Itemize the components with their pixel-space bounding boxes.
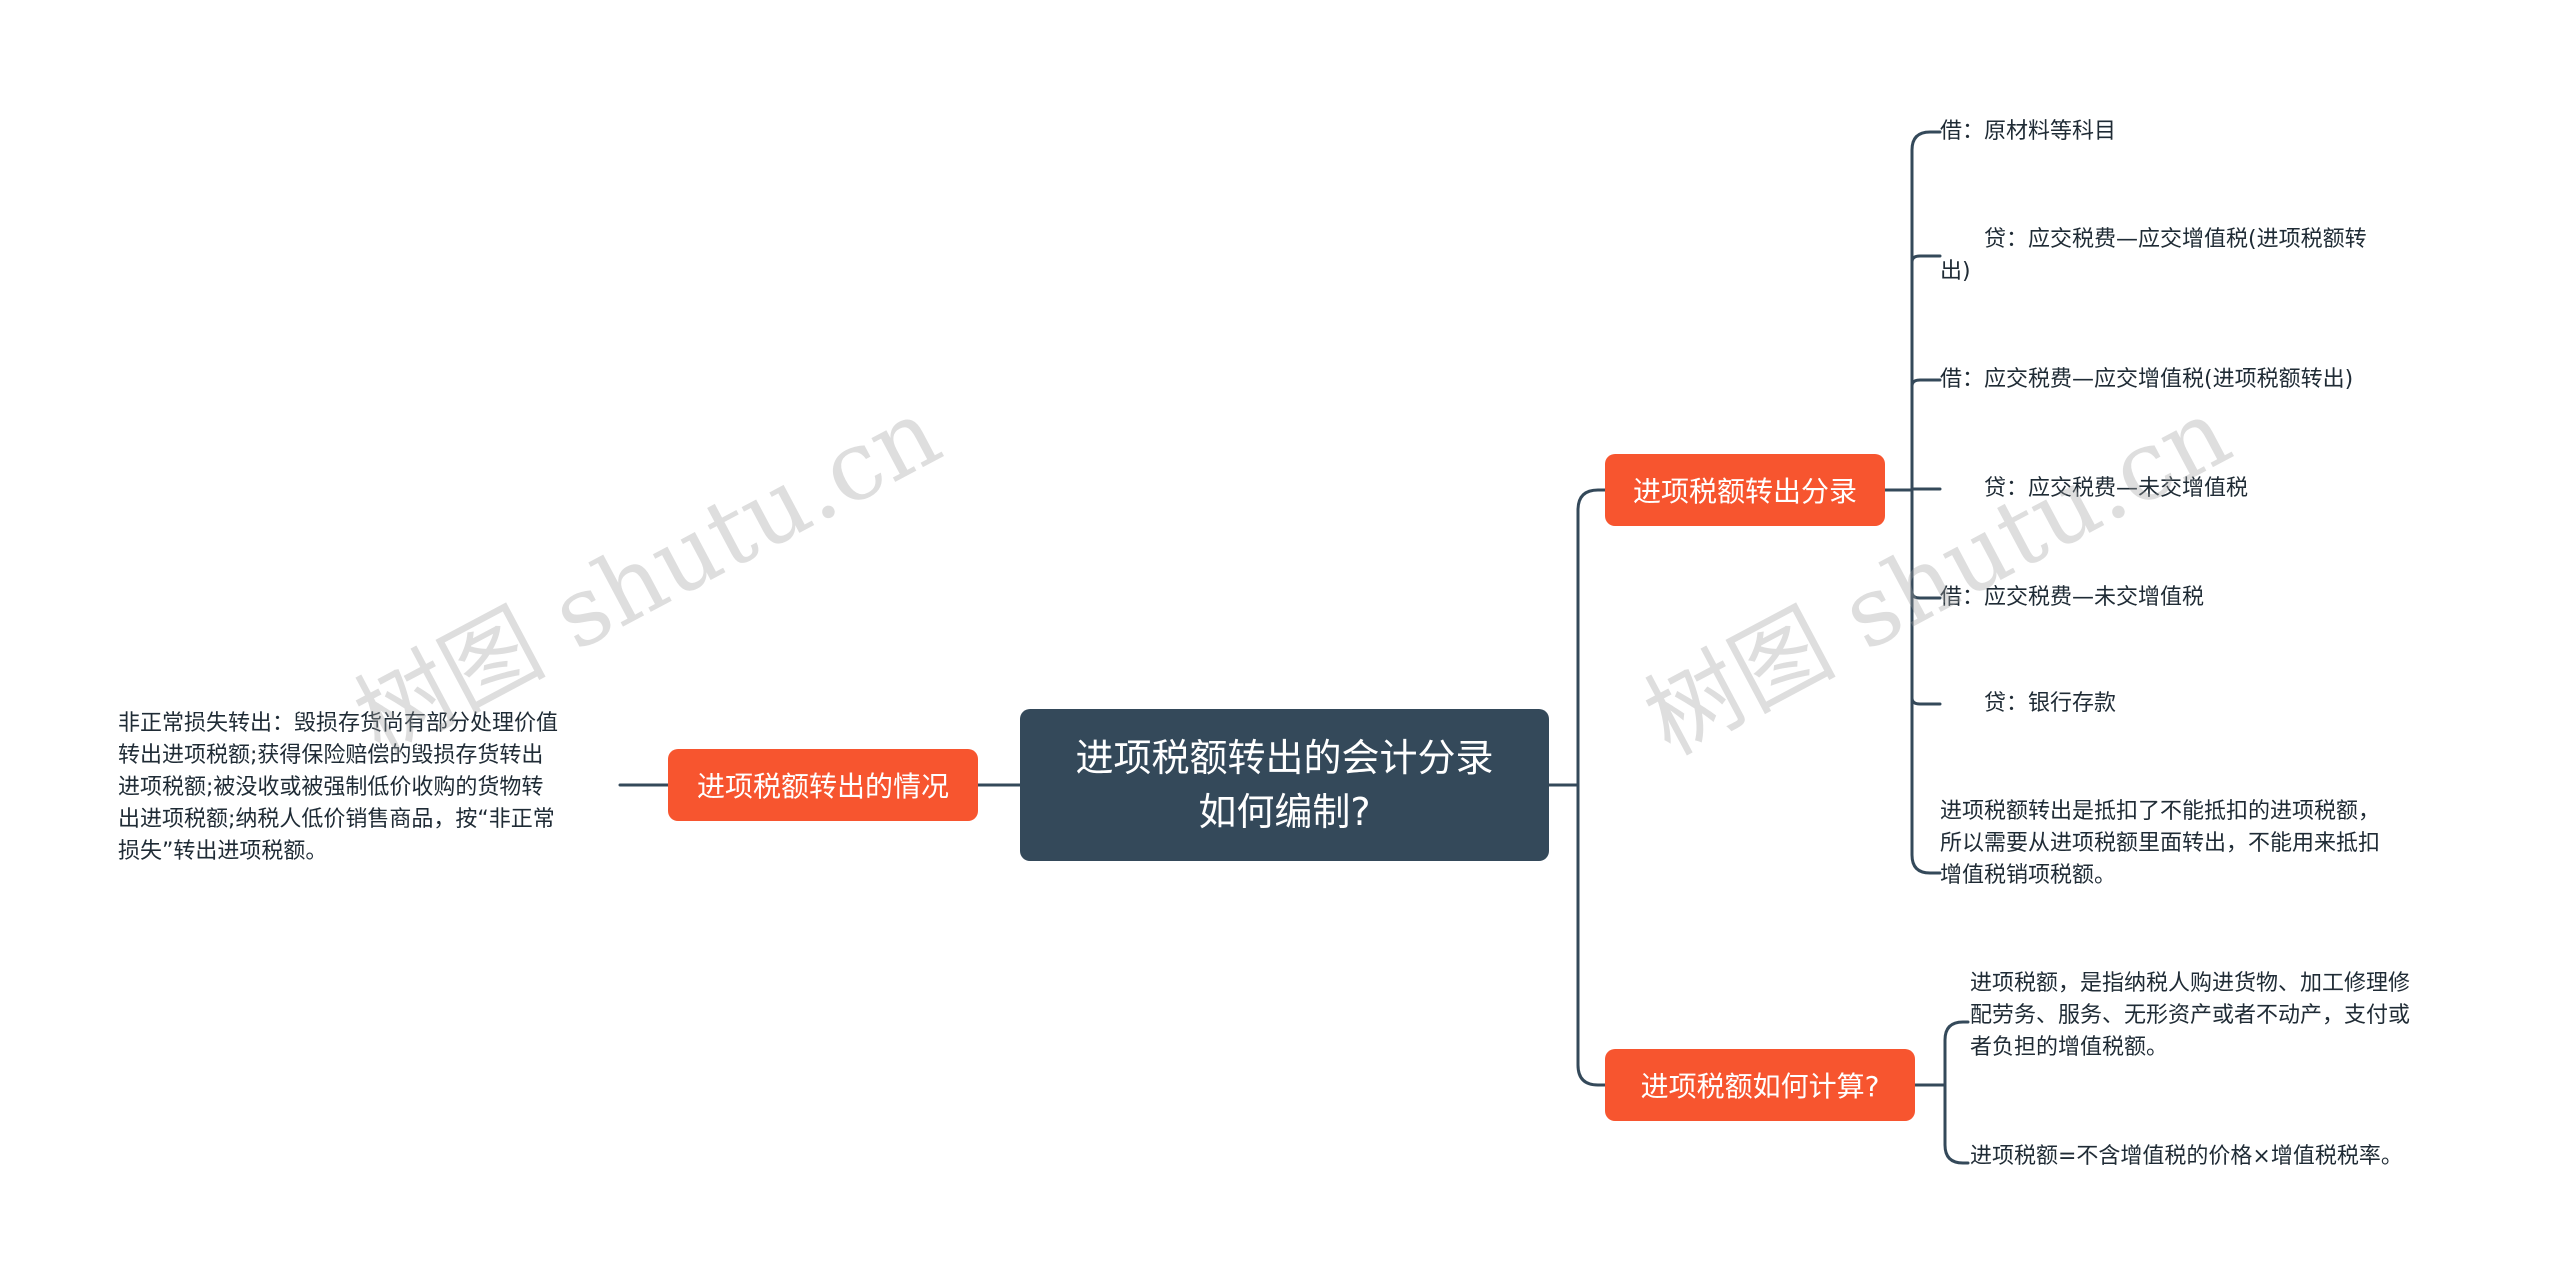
link-rt-leaf2 [1910,254,1942,264]
leaf-line: 转出进项税额;获得保险赔偿的毁损存货转出 [118,743,544,768]
leaf-entry-7: 进项税额转出是抵扣了不能抵扣的进项税额， 所以需要从进项税额里面转出，不能用来抵… [1940,796,2460,892]
link-rt-leaf6 [1910,696,1942,706]
leaf-line: 非正常损失转出：毁损存货尚有部分处理价值 [118,711,559,736]
leaf-line: 所以需要从进项税额里面转出，不能用来抵扣 [1940,831,2381,856]
link-rt-leaf3 [1910,378,1942,388]
leaf-line: 借：应交税费—未交增值税 [1940,585,2205,610]
leaf-line: 配劳务、服务、无形资产或者不动产，支付或 [1970,1003,2411,1028]
link-right-trunk-2 [1576,783,1607,1087]
leaf-line: 出进项税额;纳税人低价销售商品，按“非正常 [118,807,555,832]
leaf-entry-4: 贷：应交税费—未交增值税 [1940,473,2440,505]
leaf-line: 进项税额，是指纳税人购进货物、加工修理修 [1970,971,2411,996]
leaf-line: 贷：银行存款 [1940,691,2117,716]
root-node[interactable]: 进项税额转出的会计分录 如何编制? [1020,709,1549,861]
leaf-line: 者负担的增值税额。 [1970,1035,2169,1060]
leaf-entry-2: 贷：应交税费—应交增值税(进项税额转 出) [1940,224,2440,288]
link-rb-bracket [1943,1020,1970,1165]
leaf-entry-3: 借：应交税费—应交增值税(进项税额转出) [1940,364,2480,396]
leaf-calc-2: 进项税额=不含增值税的价格×增值税税率。 [1970,1141,2490,1173]
leaf-line: 进项税额;被没收或被强制低价收购的货物转 [118,775,544,800]
branch-entries[interactable]: 进项税额转出分录 [1605,454,1885,526]
leaf-line: 增值税销项税额。 [1940,863,2117,888]
leaf-line: 出) [1940,259,1971,284]
leaf-line: 借：应交税费—应交增值税(进项税额转出) [1940,367,2354,392]
leaf-calc-1: 进项税额，是指纳税人购进货物、加工修理修 配劳务、服务、无形资产或者不动产，支付… [1970,968,2490,1064]
leaf-line: 损失”转出进项税额。 [118,839,328,864]
leaf-line: 贷：应交税费—未交增值税 [1940,476,2249,501]
link-rt-leaf5 [1910,590,1942,600]
branch-calculation[interactable]: 进项税额如何计算? [1605,1049,1915,1121]
leaf-line: 贷：应交税费—应交增值税(进项税额转 [1940,227,2367,252]
leaf-situations-text: 非正常损失转出：毁损存货尚有部分处理价值 转出进项税额;获得保险赔偿的毁损存货转… [118,708,618,868]
leaf-line: 借：原材料等科目 [1940,119,2117,144]
leaf-entry-6: 贷：银行存款 [1940,688,2440,720]
branch-situations[interactable]: 进项税额转出的情况 [668,749,978,821]
branch-entries-label: 进项税额转出分录 [1632,475,1857,508]
branch-calculation-label: 进项税额如何计算? [1640,1070,1880,1103]
link-rt-bracket [1910,130,1942,875]
leaf-entry-1: 借：原材料等科目 [1940,116,2440,148]
root-title-line2: 如何编制? [1198,790,1371,834]
leaf-entry-5: 借：应交税费—未交增值税 [1940,582,2440,614]
link-right-trunk [1576,488,1607,787]
root-title-line1: 进项税额转出的会计分录 [1075,736,1494,780]
leaf-line: 进项税额=不含增值税的价格×增值税税率。 [1970,1144,2403,1169]
leaf-line: 进项税额转出是抵扣了不能抵扣的进项税额， [1940,799,2381,824]
branch-situations-label: 进项税额转出的情况 [696,770,949,803]
